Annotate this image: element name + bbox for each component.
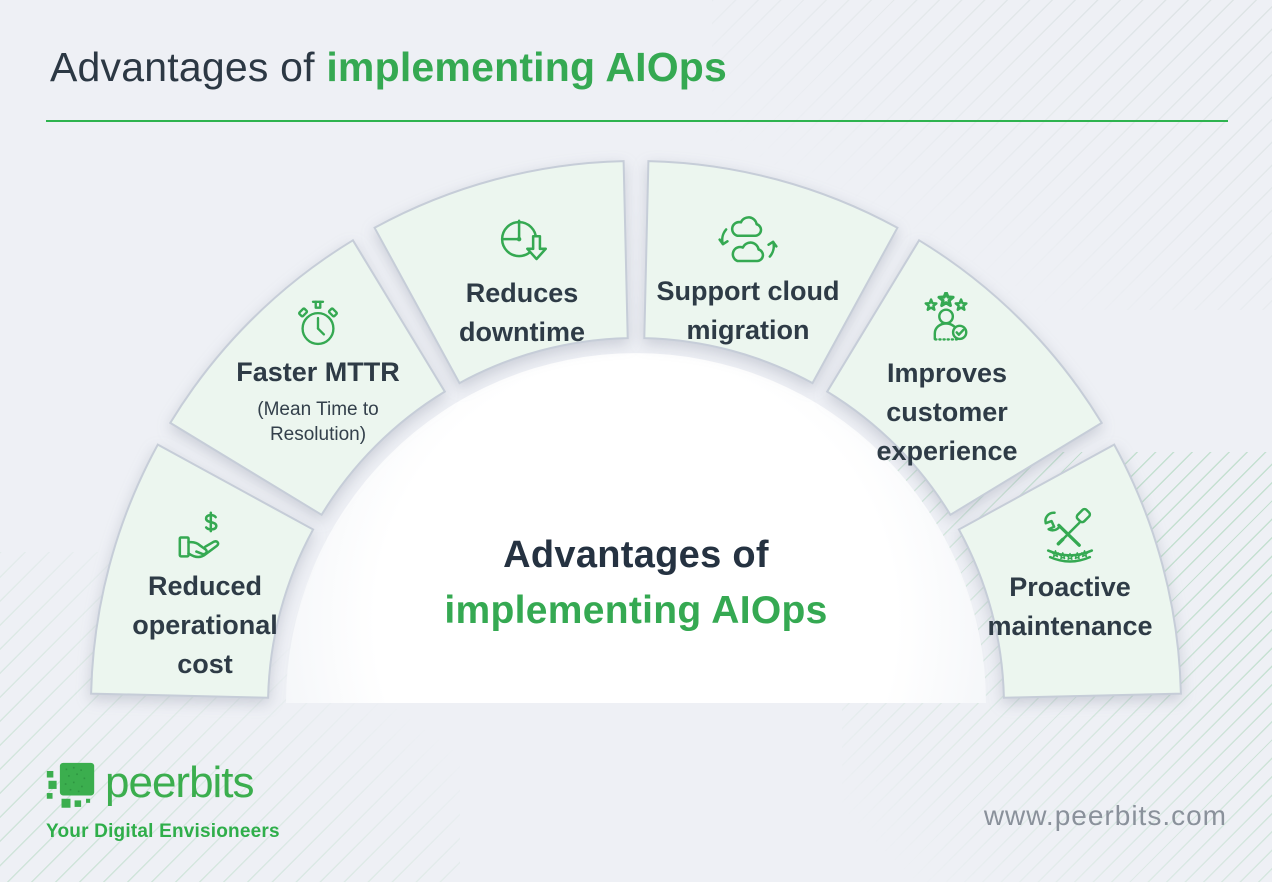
brand-tagline: Your Digital Envisioneers <box>46 821 280 842</box>
segment-label: Reduces downtime <box>459 278 585 347</box>
segment-proactive-maintenance <box>957 443 1182 699</box>
tools-stars-icon <box>1044 507 1094 563</box>
peerbits-logo-mark-icon <box>46 762 95 808</box>
segment-content-support-cloud-migration: Support cloud migration <box>628 214 868 350</box>
header-divider-line <box>46 120 1228 122</box>
segment-content-reduces-downtime: Reduces downtime <box>412 212 632 352</box>
stopwatch-icon <box>298 300 338 346</box>
segment-reduces-downtime <box>373 160 629 385</box>
website-url: www.peerbits.com <box>983 800 1227 831</box>
segment-content-improves-customer-experience: Improves customer experience <box>837 292 1057 471</box>
cloud-sync-icon <box>718 216 778 263</box>
center-title-line1: Advantages of <box>503 534 769 576</box>
brand-logo: peerbits Your Digital Envisioneers <box>46 758 280 843</box>
segment-reduced-operational-cost <box>90 443 315 699</box>
segment-label: Improves customer experience <box>876 358 1018 466</box>
customer-rating-icon <box>924 292 968 341</box>
segment-improves-customer-experience <box>825 238 1104 517</box>
segment-label: Support cloud migration <box>656 276 840 345</box>
page-title-highlight: implementing AIOps <box>326 44 728 90</box>
segment-content-faster-mttr: Faster MTTR (Mean Time to Resolution) <box>205 295 431 447</box>
segment-content-reduced-operational-cost: Reduced operational cost <box>95 505 315 684</box>
center-semicircle <box>286 353 986 703</box>
segment-label: Faster MTTR <box>236 357 400 387</box>
segment-label: Reduced operational cost <box>132 571 278 679</box>
segment-label: Proactive maintenance <box>987 572 1153 641</box>
clock-down-arrow-icon <box>500 219 547 261</box>
diagram-center-title: Advantages of implementing AIOps <box>386 534 886 633</box>
hand-dollar-icon <box>178 511 220 559</box>
brand-name: peerbits <box>105 758 255 807</box>
segment-support-cloud-migration <box>643 160 899 385</box>
segment-content-proactive-maintenance: Proactive maintenance <box>950 506 1190 646</box>
center-title-line2: implementing AIOps <box>444 589 828 632</box>
segment-sublabel: (Mean Time to Resolution) <box>257 399 379 445</box>
page-title-prefix: Advantages of <box>50 44 327 90</box>
segment-faster-mttr <box>168 238 447 517</box>
page-title: Advantages of implementing AIOps <box>50 44 727 91</box>
